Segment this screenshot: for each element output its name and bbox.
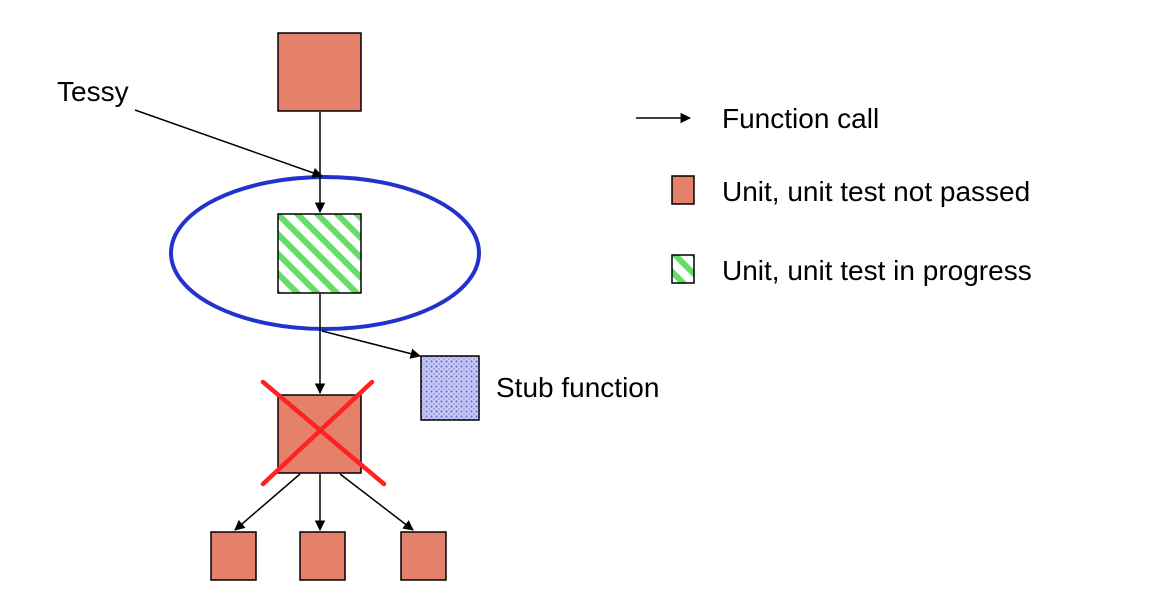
legend-unit-not-passed-label: Unit, unit test not passed bbox=[722, 176, 1030, 207]
unit-bottom-center bbox=[299, 531, 346, 581]
call-arrow-to-bottom-right bbox=[339, 473, 414, 531]
cross-out-icon bbox=[260, 379, 387, 487]
test-scope-ellipse bbox=[169, 175, 481, 331]
legend: Function call Unit, unit test not passed… bbox=[636, 103, 1032, 286]
stub-function-box bbox=[420, 355, 480, 421]
legend-unit-in-progress-label: Unit, unit test in progress bbox=[722, 255, 1032, 286]
unit-under-test-in-progress bbox=[277, 213, 362, 294]
tessy-label: Tessy bbox=[57, 76, 129, 107]
unit-top-not-passed bbox=[277, 32, 362, 112]
tessy-pointer-arrow bbox=[134, 109, 323, 178]
unit-bottom-right bbox=[400, 531, 447, 581]
legend-unit-not-passed-swatch bbox=[671, 175, 695, 205]
call-arrow-uut-to-stub bbox=[321, 330, 422, 359]
stub-function-label: Stub function bbox=[496, 372, 659, 403]
unit-bottom-left bbox=[210, 531, 257, 581]
call-arrow-to-bottom-left bbox=[234, 473, 301, 531]
legend-function-call-label: Function call bbox=[722, 103, 879, 134]
legend-unit-in-progress-swatch bbox=[671, 254, 695, 284]
